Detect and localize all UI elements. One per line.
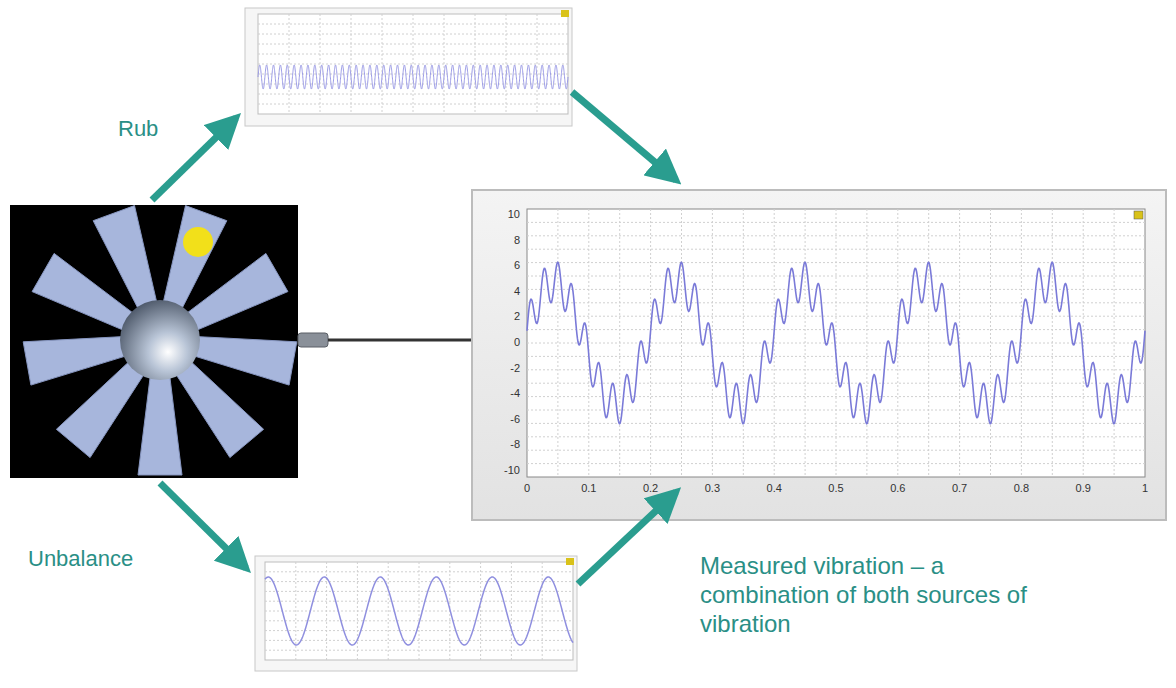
rotor-background (10, 205, 298, 478)
rotor-blades (23, 206, 297, 475)
x-tick-label: 0.6 (878, 482, 918, 494)
y-tick-label: -10 (478, 464, 520, 476)
y-tick-label: -4 (478, 387, 520, 399)
x-tick-label: 0.2 (631, 482, 671, 494)
unbalance-mass (183, 227, 213, 257)
x-tick-label: 0.4 (754, 482, 794, 494)
x-tick-label: 0.9 (1063, 482, 1103, 494)
y-tick-label: 4 (478, 285, 520, 297)
rotor-hub (120, 300, 200, 380)
y-tick-label: 10 (478, 208, 520, 220)
y-tick-label: -6 (478, 413, 520, 425)
sensor-cable (328, 339, 472, 342)
rub-chart (245, 8, 572, 126)
x-tick-label: 0 (507, 482, 547, 494)
signal-label: Rub (118, 116, 158, 142)
measured-chart (472, 190, 1166, 520)
x-tick-label: 1 (1125, 482, 1165, 494)
flow-arrows (152, 92, 676, 584)
y-tick-label: 2 (478, 310, 520, 322)
unbalance-chart (255, 556, 577, 671)
x-tick-label: 0.3 (692, 482, 732, 494)
x-tick-label: 0.1 (569, 482, 609, 494)
y-tick-label: 8 (478, 234, 520, 246)
y-tick-label: -2 (478, 362, 520, 374)
vibration-sensor (298, 333, 328, 347)
x-tick-label: 0.7 (940, 482, 980, 494)
y-tick-label: -8 (478, 438, 520, 450)
signal-label: Unbalance (28, 546, 133, 572)
x-tick-label: 0.8 (1001, 482, 1041, 494)
y-tick-label: 0 (478, 336, 520, 348)
x-tick-label: 0.5 (816, 482, 856, 494)
caption-note: Measured vibration – a combination of bo… (700, 552, 1050, 638)
y-tick-label: 6 (478, 259, 520, 271)
